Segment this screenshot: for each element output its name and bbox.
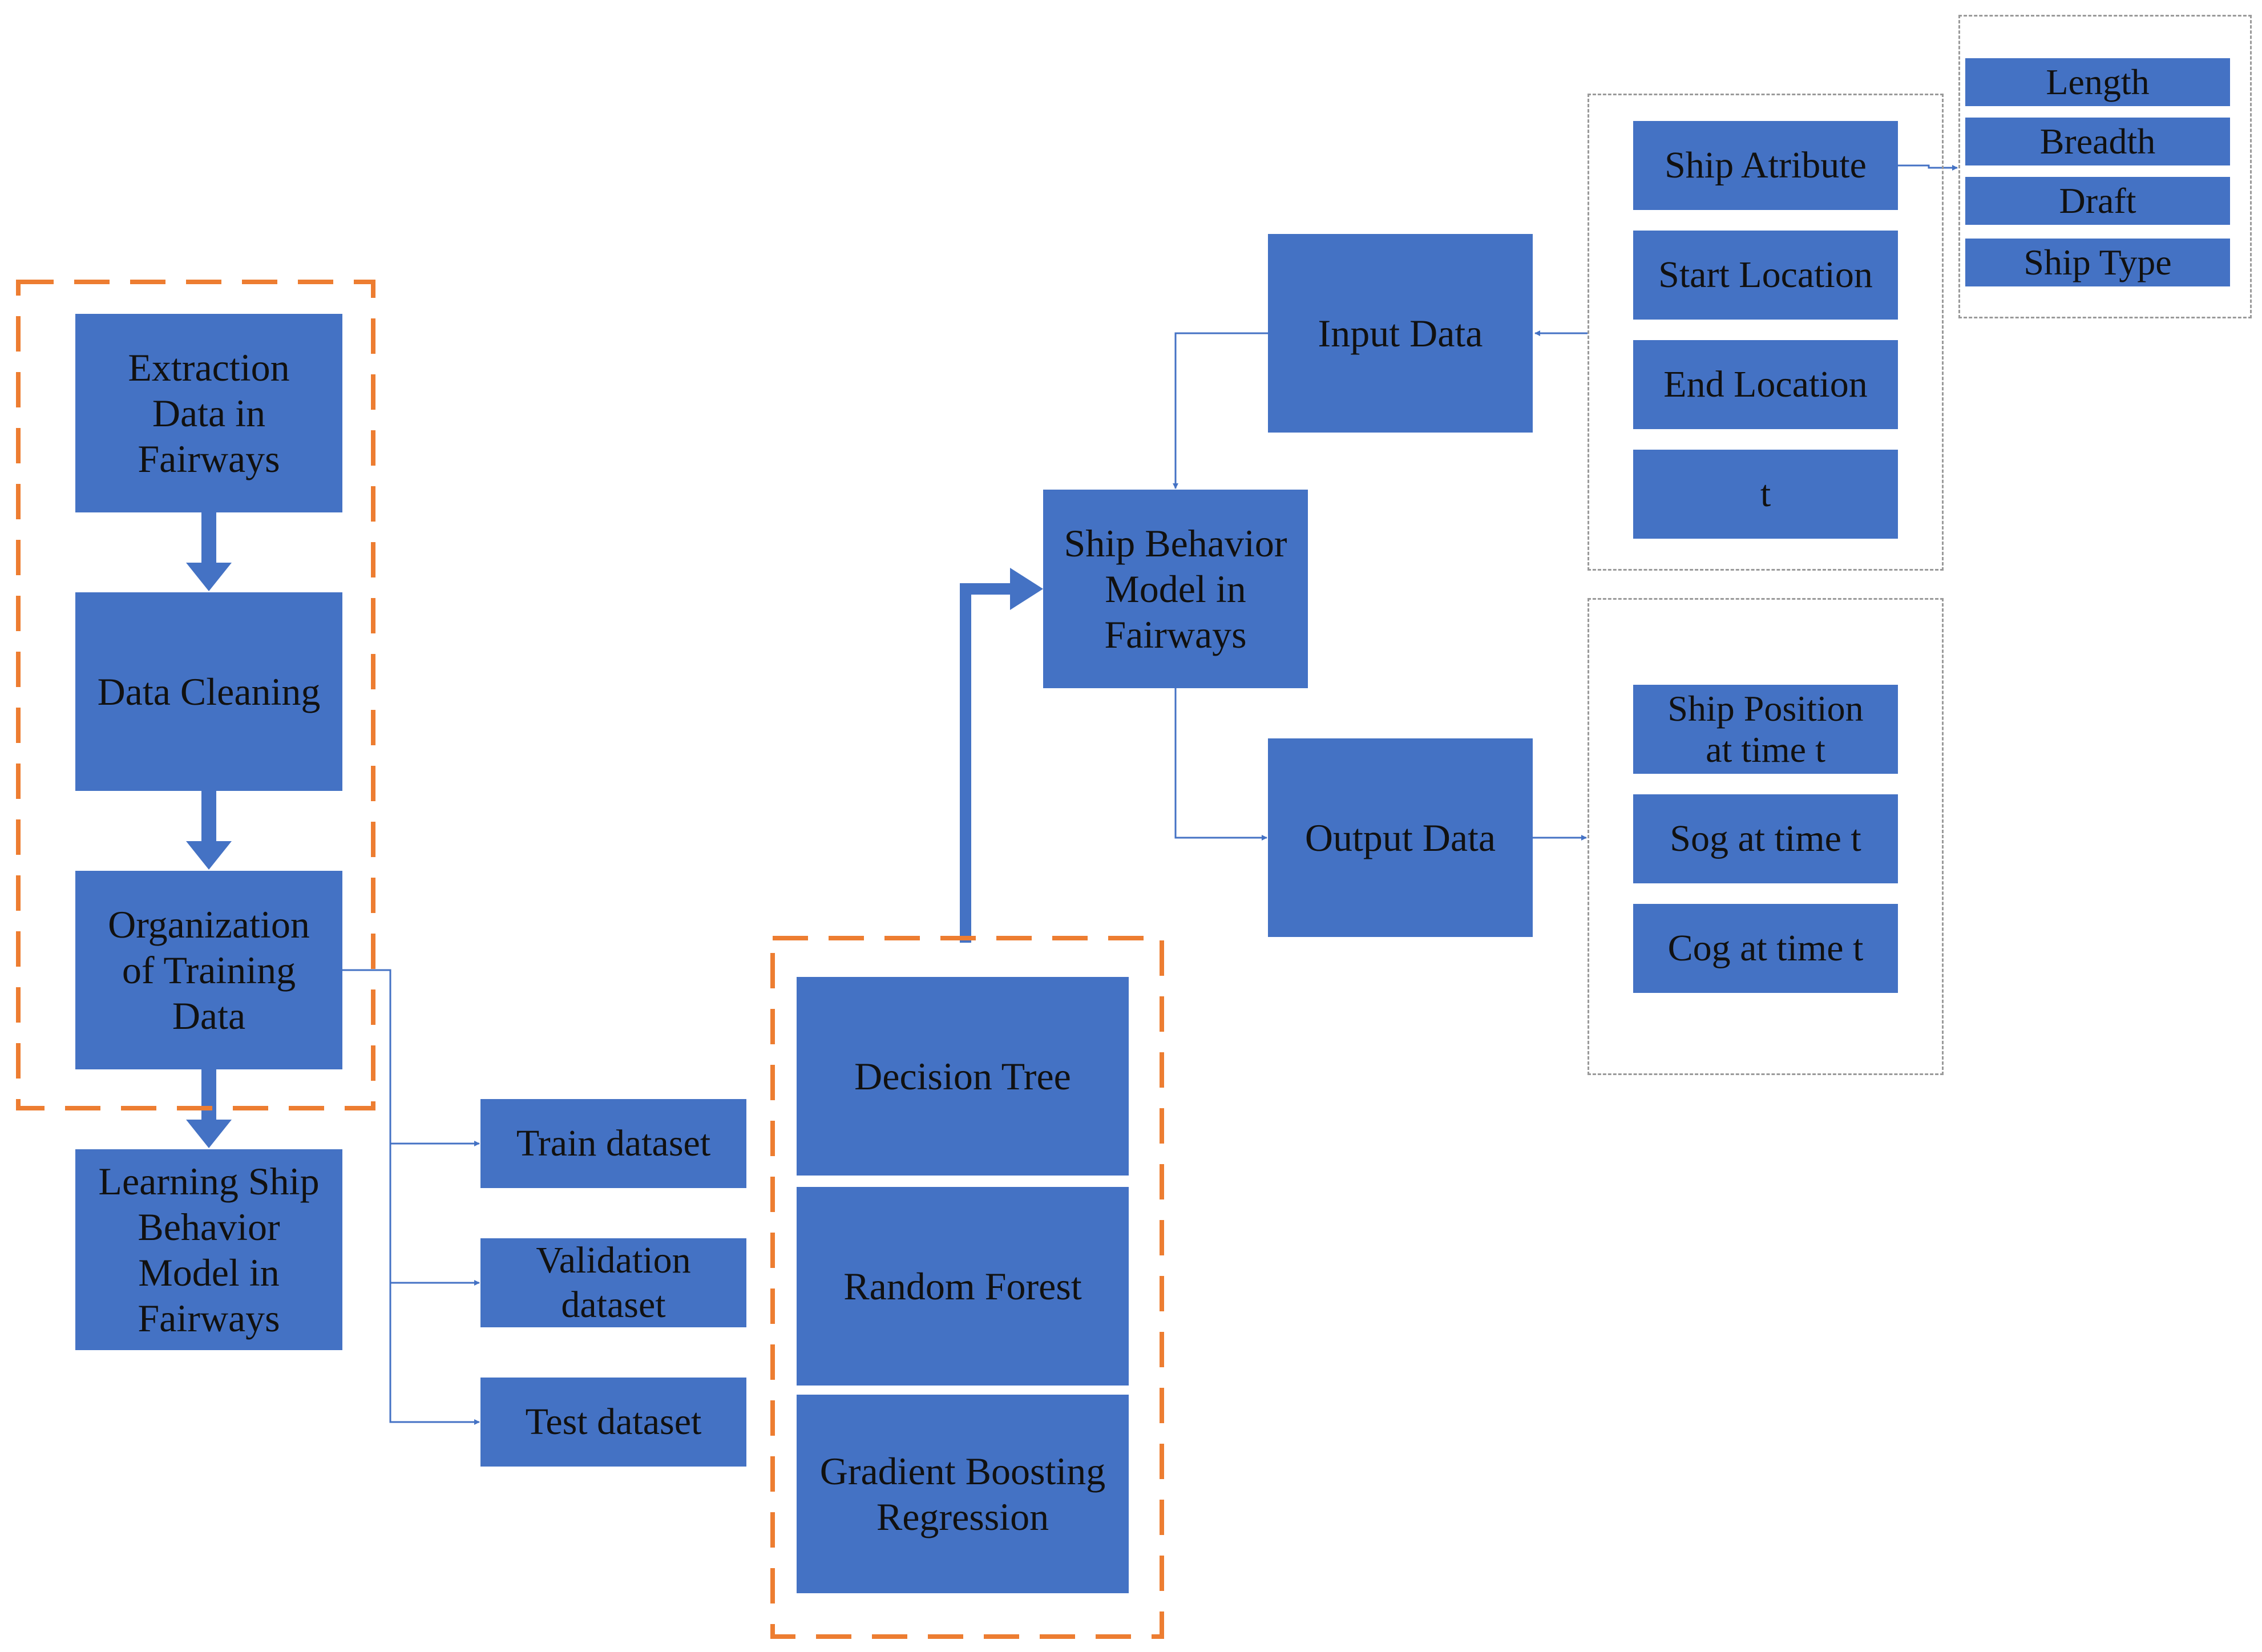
ship-type-box: Ship Type bbox=[1965, 239, 2230, 286]
draft-label: Draft bbox=[2059, 180, 2136, 221]
data-cleaning-box: Data Cleaning bbox=[75, 592, 342, 791]
test-dataset-label: Test dataset bbox=[525, 1401, 702, 1443]
breadth-label: Breadth bbox=[2039, 121, 2156, 162]
connector-model-to-output bbox=[1174, 688, 1267, 841]
connector-org-to-validation bbox=[389, 1144, 480, 1286]
connector-input-to-model bbox=[1173, 332, 1268, 489]
output-data-box: Output Data bbox=[1268, 738, 1533, 937]
validation-dataset-label: Validation dataset bbox=[536, 1239, 691, 1326]
random-forest-box: Random Forest bbox=[797, 1187, 1129, 1386]
gradient-boosting-box: Gradient Boosting Regression bbox=[797, 1395, 1129, 1593]
gradient-boosting-label: Gradient Boosting Regression bbox=[819, 1449, 1106, 1538]
ship-type-label: Ship Type bbox=[2023, 242, 2172, 283]
sog-label: Sog at time t bbox=[1670, 818, 1861, 860]
output-data-label: Output Data bbox=[1304, 815, 1496, 859]
extraction-data-label: Extraction Data in Fairways bbox=[128, 345, 290, 481]
arrow-extraction-to-cleaning bbox=[186, 512, 232, 591]
ship-position-box: Ship Position at time t bbox=[1633, 685, 1898, 774]
breadth-box: Breadth bbox=[1965, 118, 2230, 165]
ship-behavior-model-box: Ship Behavior Model in Fairways bbox=[1043, 490, 1308, 688]
ship-attribute-label: Ship Atribute bbox=[1665, 144, 1867, 187]
arrow-algorithms-to-model bbox=[960, 568, 1043, 943]
output-parameters-group-frame bbox=[1588, 598, 1944, 1075]
start-location-label: Start Location bbox=[1658, 254, 1873, 296]
cog-label: Cog at time t bbox=[1667, 927, 1864, 970]
arrow-cleaning-to-organization bbox=[186, 791, 232, 870]
decision-tree-box: Decision Tree bbox=[797, 977, 1129, 1176]
organization-training-data-label: Organization of Training Data bbox=[108, 902, 310, 1038]
decision-tree-label: Decision Tree bbox=[854, 1054, 1071, 1098]
ship-attributes-group-frame bbox=[1958, 15, 2252, 318]
train-dataset-box: Train dataset bbox=[480, 1099, 746, 1188]
validation-dataset-box: Validation dataset bbox=[480, 1238, 746, 1327]
learning-ship-behavior-box: Learning Ship Behavior Model in Fairways bbox=[75, 1149, 342, 1350]
end-location-label: End Location bbox=[1663, 363, 1868, 406]
preprocessing-group-frame bbox=[16, 280, 375, 1110]
ship-behavior-model-label: Ship Behavior Model in Fairways bbox=[1064, 521, 1287, 657]
ship-attribute-box: Ship Atribute bbox=[1633, 121, 1898, 210]
length-label: Length bbox=[2046, 62, 2150, 103]
time-t-label: t bbox=[1760, 473, 1771, 515]
random-forest-label: Random Forest bbox=[843, 1264, 1082, 1308]
algorithms-group-frame bbox=[770, 936, 1164, 1639]
time-t-box: t bbox=[1633, 450, 1898, 539]
input-data-box: Input Data bbox=[1268, 234, 1533, 433]
organization-training-data-box: Organization of Training Data bbox=[75, 871, 342, 1069]
connector-org-to-test bbox=[389, 1283, 480, 1425]
train-dataset-label: Train dataset bbox=[516, 1122, 711, 1165]
test-dataset-box: Test dataset bbox=[480, 1378, 746, 1467]
input-parameters-group-frame bbox=[1588, 94, 1944, 571]
end-location-box: End Location bbox=[1633, 340, 1898, 429]
length-box: Length bbox=[1965, 58, 2230, 106]
input-data-label: Input Data bbox=[1318, 311, 1483, 355]
draft-box: Draft bbox=[1965, 177, 2230, 225]
ship-position-label: Ship Position at time t bbox=[1667, 688, 1864, 770]
start-location-box: Start Location bbox=[1633, 231, 1898, 320]
cog-box: Cog at time t bbox=[1633, 904, 1898, 993]
connector-org-to-train bbox=[342, 969, 480, 1146]
data-cleaning-label: Data Cleaning bbox=[97, 669, 321, 713]
arrow-organization-to-learning bbox=[186, 1069, 232, 1148]
learning-ship-behavior-label: Learning Ship Behavior Model in Fairways bbox=[98, 1159, 320, 1340]
sog-box: Sog at time t bbox=[1633, 794, 1898, 883]
extraction-data-box: Extraction Data in Fairways bbox=[75, 314, 342, 512]
